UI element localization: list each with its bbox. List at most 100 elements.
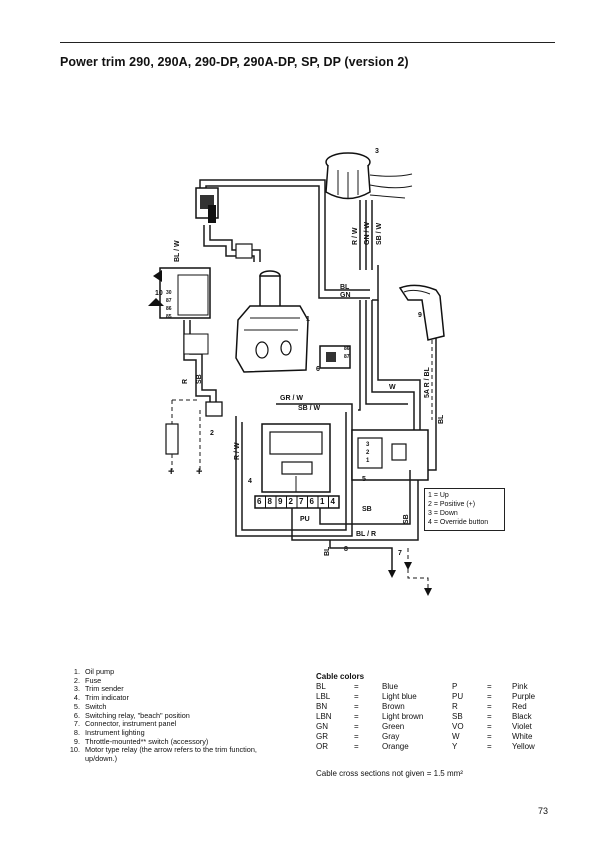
code: GR [316,732,328,741]
wire-label-gn: GN [340,292,351,299]
color-name: Yellow [512,742,535,751]
pin-label: 8 [267,497,272,506]
pin-label: 6 [309,497,314,506]
part-text: Switching relay, "beach" position [85,710,190,720]
parts-list-item: 9.Throttle-mounted** switch (accessory) [64,736,257,747]
parts-list-item: up/down.) [64,754,257,764]
pin-label: 1 [320,497,325,506]
callout-5: 5 [362,476,366,483]
equals: = [354,742,359,751]
parts-list-item: 4. Trim indicator [64,693,257,703]
relay-pin-30: 30 [166,290,172,296]
code: R [452,702,458,711]
wire-label-bl-r: BL / R [356,531,377,538]
trim-indicator-panel [235,403,353,537]
color-name: Orange [382,742,409,751]
part-number: 2. [73,675,80,685]
part-text: Switch [85,701,107,711]
equals: = [487,682,492,691]
wire-label-r: R [182,378,189,384]
switching-relay [319,345,351,369]
connector-7-top [195,187,219,223]
part-number: 5. [73,701,80,711]
code: BL [316,682,326,691]
code: P [452,682,458,691]
part-text: Connector, instrument panel [85,719,177,729]
cable-section-note: Cable cross sections not given = 1.5 mm² [316,769,463,778]
fuse [165,399,223,470]
parts-list-item: 10.Motor type relay (the arrow refers to… [64,746,257,755]
wire-label-sa-r-bl: 5A R / BL [424,367,431,398]
part-number: 8. [73,727,80,737]
part-number: 7. [73,719,80,729]
color-name: Gray [382,732,400,741]
color-name: Green [382,722,405,731]
page-number: 73 [538,806,549,816]
equals: = [354,722,359,731]
wire-label-bl-bottom: BL [324,546,331,556]
part-number: 3. [73,684,80,694]
relay-pin-85: 85 [166,314,172,320]
code: BN [316,702,328,711]
part-text: Trim indicator [85,693,129,703]
parts-list-item: 7. Connector, instrument panel [64,720,257,729]
color-name: Brown [382,702,405,711]
trim-sender [325,152,413,200]
wire-label-r-w-left: R / W [234,442,241,461]
pin-label: 9 [278,497,283,506]
equals: = [487,692,492,701]
switch-pin-1: 1 [366,458,370,464]
wire-label-sb-w: SB / W [298,405,321,412]
page-title: Power trim 290, 290A, 290-DP, 290A-DP, S… [60,55,409,69]
switch-pin-2: 2 [366,450,370,456]
callout-8: 8 [344,546,348,553]
legend-line: 4 = Override button [428,519,489,526]
parts-list-item: 3.Trim sender [64,685,257,694]
legend-line: 2 = Positive (+) [428,501,476,508]
part-text: Throttle-mounted** switch (accessory) [85,736,209,746]
throttle-switch [398,284,445,420]
part-number: 6. [73,710,80,720]
switch-block [351,429,429,481]
parts-list-item: 2.Fuse [64,675,257,686]
code: W [452,732,460,741]
callout-1: 1 [306,316,310,323]
wire-label-pu: PU [300,516,310,523]
callout-7: 7 [398,550,402,557]
cable-colors-title: Cable colors [316,672,365,681]
code: GN [316,722,328,731]
parts-list-item: 8.Instrument lighting [64,727,257,738]
switch-legend: 1 = Up 2 = Positive (+) 3 = Down 4 = Ove… [424,488,505,531]
callout-10: 10 [155,290,163,297]
wire-label-sb-bottom: SB [362,506,372,513]
equals: = [487,722,492,731]
header-rule [60,42,555,43]
wire-label-bl: BL [340,284,350,291]
color-name: Blue [382,682,399,691]
code: PU [452,692,464,701]
equals: = [354,682,359,691]
color-name: White [512,732,533,741]
code: SB [452,712,463,721]
wire-label-bl-right: BL [438,414,445,424]
wire-label-gr-w: GR / W [280,395,303,402]
part-number: 1. [73,667,80,676]
part-number [64,755,80,764]
equals: = [487,702,492,711]
part-number: 4. [73,693,80,703]
switch-pin-3: 3 [366,442,370,448]
equals: = [354,732,359,741]
color-name: Light brown [382,712,424,721]
color-name: Red [512,702,527,711]
equals: = [354,712,359,721]
pin-label: 7 [299,497,304,506]
equals: = [487,742,492,751]
callout-4: 4 [248,478,252,485]
parts-list-item: 6. Switching relay, "beach" position [64,710,257,721]
relay-pin-86: 86 [166,306,172,312]
wire-label-gn-w: GN / W [364,222,371,245]
